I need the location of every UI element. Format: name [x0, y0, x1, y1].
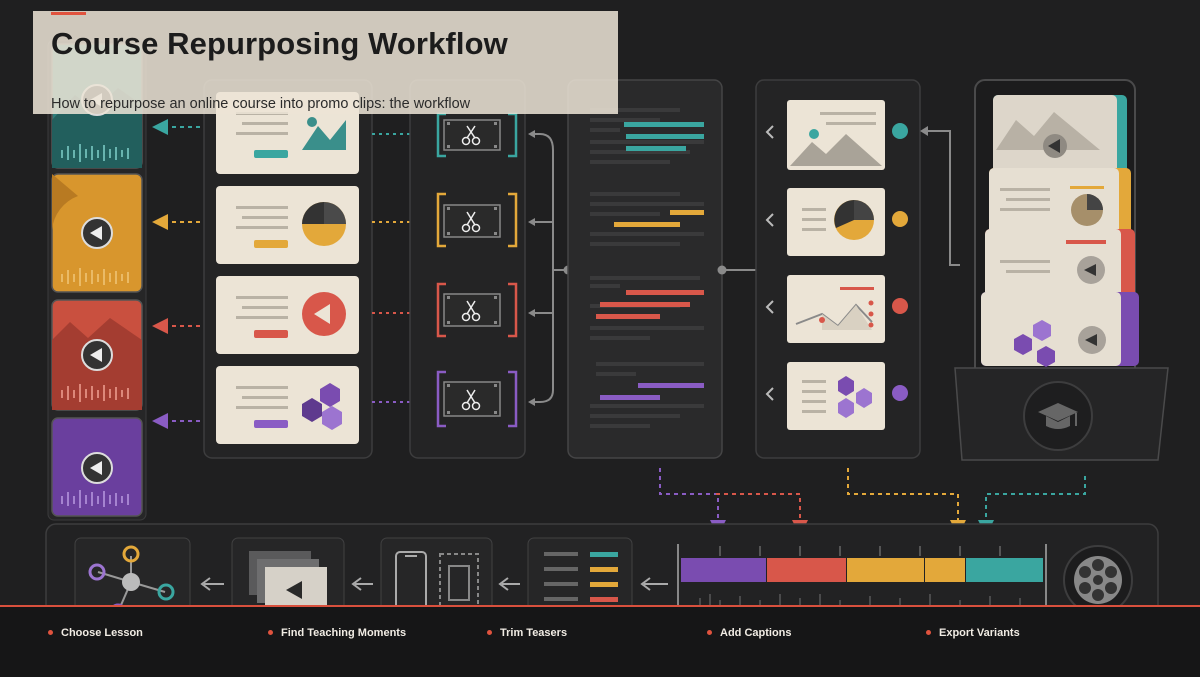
scissors-icon	[436, 112, 518, 158]
timeline-drop-arrows	[659, 468, 1086, 536]
graduation-cap-icon	[1038, 403, 1078, 429]
step-bullet	[707, 630, 712, 635]
teaching-moments-column	[755, 79, 921, 459]
step-label: Choose Lesson	[61, 627, 143, 639]
steps-bar: Choose Lesson Find Teaching Moments Trim…	[0, 605, 1200, 677]
trim-column	[409, 79, 526, 459]
step-choose-lesson: Choose Lesson	[48, 627, 143, 639]
page-title: Course Repurposing Workflow	[51, 26, 508, 61]
step-label: Add Captions	[720, 627, 792, 639]
moments-connector	[717, 265, 756, 275]
step-trim-teasers: Trim Teasers	[487, 627, 567, 639]
step-bullet	[926, 630, 931, 635]
course-lesson-box	[954, 79, 1169, 461]
scissors-icon	[436, 192, 518, 248]
output-clip-purple	[51, 417, 143, 517]
branch-connector	[530, 133, 568, 403]
film-reel-icon	[1063, 545, 1133, 615]
course-to-moments-connector	[920, 126, 960, 266]
step-label: Export Variants	[939, 627, 1020, 639]
transcript-panel	[567, 79, 723, 459]
step-bullet	[487, 630, 492, 635]
scissors-icon	[436, 282, 518, 338]
page-subtitle: How to repurpose an online course into p…	[51, 96, 471, 112]
title-accent-bar	[51, 12, 86, 15]
title-panel	[33, 11, 618, 114]
step-label: Trim Teasers	[500, 627, 568, 639]
step-add-captions: Add Captions	[707, 627, 792, 639]
scissors-icon	[436, 370, 518, 428]
step-bullet	[268, 630, 273, 635]
step-export-variants: Export Variants	[926, 627, 1020, 639]
output-clip-red	[51, 299, 143, 411]
step-bullet	[48, 630, 53, 635]
output-clips-column	[47, 39, 147, 521]
output-clip-gold	[51, 173, 143, 293]
play-icon	[265, 567, 327, 611]
step-label: Find Teaching Moments	[281, 627, 407, 639]
step-find-teaching-moments: Find Teaching Moments	[268, 627, 406, 639]
clip-arrows	[152, 119, 200, 429]
slide-cards-column	[203, 79, 373, 459]
